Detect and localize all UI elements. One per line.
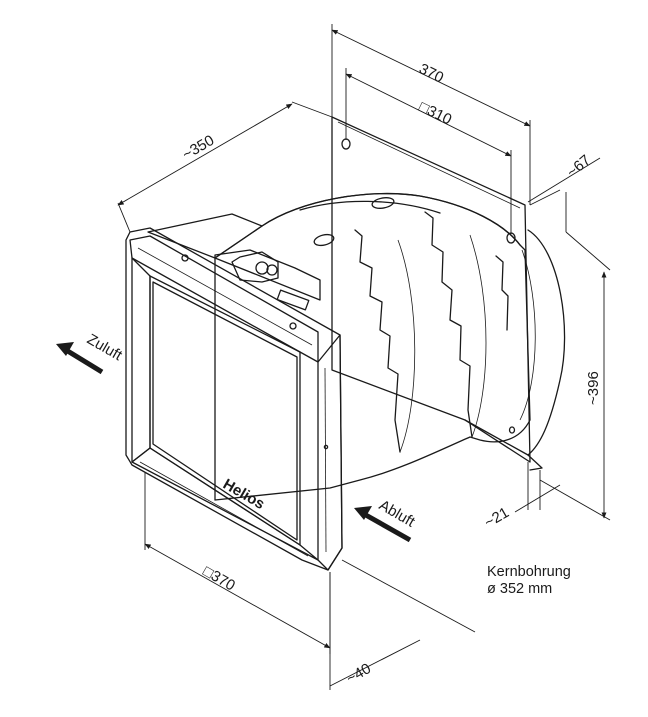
wall-sleeve-cylinder — [214, 192, 566, 501]
mounting-hole-icon — [508, 426, 516, 434]
knob-icon — [266, 264, 278, 276]
slot-icon — [313, 233, 335, 247]
dim-label-310: □310 — [416, 98, 454, 128]
knob-icon — [255, 261, 269, 275]
slot-icon — [371, 197, 395, 209]
dimension-depth-350: ~350 — [117, 101, 333, 233]
dimension-offset-67: ~67 — [527, 152, 601, 232]
core-hole-diameter: ø 352 mm — [487, 581, 552, 597]
inner-housing — [147, 213, 321, 330]
dim-label-square-370: □370 — [200, 563, 238, 595]
arrow-left-icon — [354, 506, 372, 520]
dim-label-67: ~67 — [564, 152, 594, 181]
supply-air-label: Zuluft — [84, 331, 126, 365]
exhaust-air-indicator: Abluft — [354, 497, 418, 543]
dim-label-40: ~40 — [344, 660, 375, 687]
dim-label-21: ~21 — [482, 504, 513, 531]
mounting-plate — [331, 116, 543, 471]
arrow-left-icon — [56, 342, 74, 356]
core-hole-note: Kernbohrung ø 352 mm — [487, 564, 571, 597]
dim-label-396: ~396 — [585, 371, 602, 405]
dimension-offset-21: ~21 — [482, 462, 561, 531]
dimension-height-396: ~396 — [539, 231, 611, 521]
mounting-hole-icon — [341, 138, 351, 150]
supply-air-indicator: Zuluft — [56, 331, 126, 375]
core-hole-title: Kernbohrung — [487, 564, 571, 580]
dimension-depth-40: ~40 — [329, 559, 476, 690]
brand-logo: Helios — [220, 476, 267, 513]
dim-label-370: 370 — [416, 60, 446, 86]
front-cover: Helios — [125, 227, 343, 571]
